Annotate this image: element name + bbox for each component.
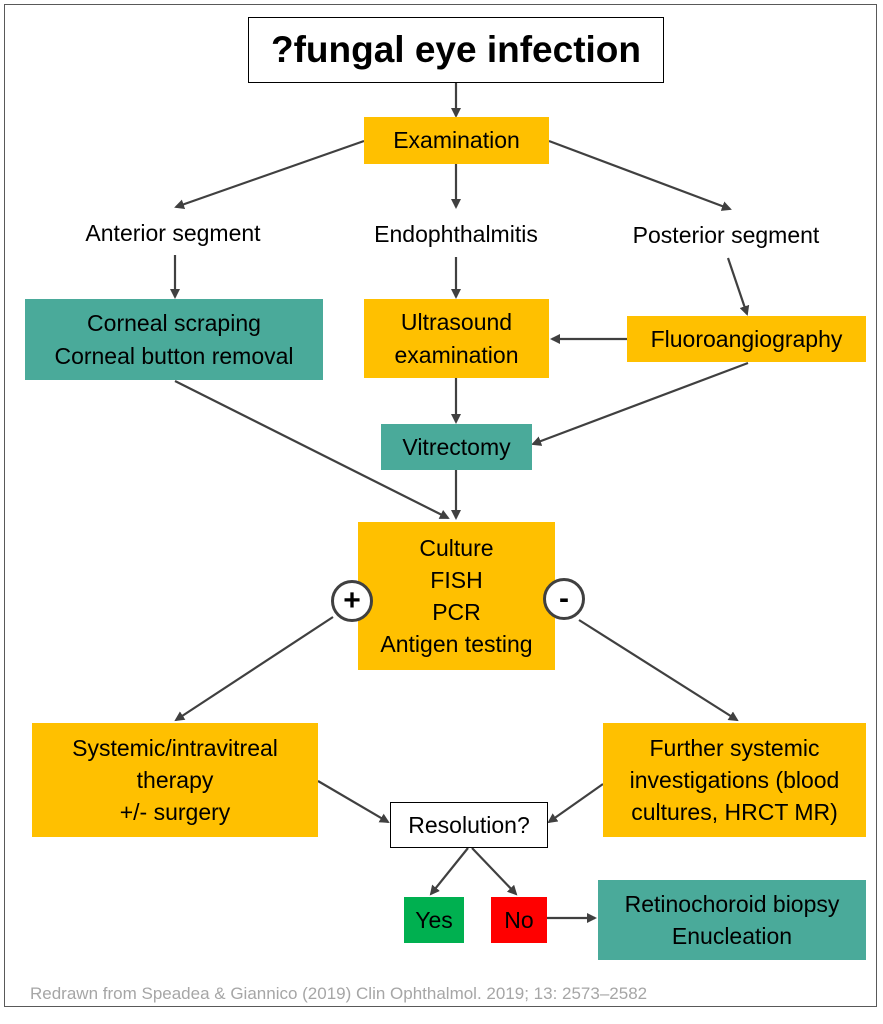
retinochoroid-biopsy-label: Retinochoroid biopsy Enucleation bbox=[624, 890, 840, 949]
ultrasound-label: Ultrasound examination bbox=[394, 309, 519, 368]
vitrectomy-label: Vitrectomy bbox=[402, 433, 511, 460]
arrow-posterior-to-fluoro bbox=[726, 257, 750, 316]
therapy-label: Systemic/intravitreal therapy +/- surger… bbox=[72, 734, 278, 826]
further-investigations-box: Further systemic investigations (blood c… bbox=[603, 723, 866, 837]
therapy-box: Systemic/intravitreal therapy +/- surger… bbox=[32, 723, 318, 837]
anterior-segment-label: Anterior segment bbox=[62, 215, 284, 251]
examination-box: Examination bbox=[364, 117, 549, 164]
title-box: ?fungal eye infection bbox=[248, 17, 664, 83]
posterior-segment-text: Posterior segment bbox=[632, 221, 820, 248]
corneal-procedures-label: Corneal scraping Corneal button removal bbox=[54, 310, 294, 369]
negative-result-icon: - bbox=[543, 578, 585, 620]
endophthalmitis-text: Endophthalmitis bbox=[374, 220, 538, 247]
arrow-examination-to-anterior bbox=[174, 139, 365, 210]
diagram-frame bbox=[4, 4, 877, 1007]
arrow-examination-to-posterior bbox=[548, 139, 732, 211]
arrow-positive-to-therapy bbox=[174, 616, 334, 722]
source-credit: Redrawn from Speadea & Giannico (2019) C… bbox=[30, 984, 648, 1003]
arrow-fluoro-to-vitrectomy bbox=[531, 361, 749, 446]
vitrectomy-box: Vitrectomy bbox=[381, 424, 532, 470]
resolution-label: Resolution? bbox=[408, 811, 530, 838]
fluoroangiography-box: Fluoroangiography bbox=[627, 316, 866, 362]
arrow-resolution-to-no bbox=[471, 847, 518, 896]
yes-label: Yes bbox=[415, 906, 453, 933]
posterior-segment-label: Posterior segment bbox=[610, 217, 842, 253]
arrow-corneal-to-tests bbox=[174, 380, 450, 519]
anterior-segment-text: Anterior segment bbox=[85, 219, 261, 246]
negative-symbol: - bbox=[559, 582, 569, 615]
no-label: No bbox=[504, 906, 534, 933]
arrow-resolution-to-yes bbox=[429, 847, 469, 896]
endophthalmitis-label: Endophthalmitis bbox=[352, 216, 560, 252]
resolution-box: Resolution? bbox=[390, 802, 548, 848]
arrow-negative-to-further bbox=[578, 619, 739, 722]
arrow-therapy-to-resolution bbox=[317, 780, 390, 824]
ultrasound-box: Ultrasound examination bbox=[364, 299, 549, 378]
diagnostic-tests-box: Culture FISH PCR Antigen testing bbox=[358, 522, 555, 670]
no-box: No bbox=[491, 897, 547, 943]
further-investigations-label: Further systemic investigations (blood c… bbox=[629, 734, 840, 826]
positive-symbol: + bbox=[343, 584, 361, 617]
positive-result-icon: + bbox=[331, 580, 373, 622]
examination-label: Examination bbox=[393, 127, 520, 154]
title-text: ?fungal eye infection bbox=[270, 29, 642, 71]
diagnostic-tests-label: Culture FISH PCR Antigen testing bbox=[380, 534, 533, 658]
arrow-further-to-resolution bbox=[547, 783, 604, 824]
yes-box: Yes bbox=[404, 897, 464, 943]
fluoroangiography-label: Fluoroangiography bbox=[650, 325, 843, 352]
retinochoroid-biopsy-box: Retinochoroid biopsy Enucleation bbox=[598, 880, 866, 960]
corneal-procedures-box: Corneal scraping Corneal button removal bbox=[25, 299, 323, 380]
